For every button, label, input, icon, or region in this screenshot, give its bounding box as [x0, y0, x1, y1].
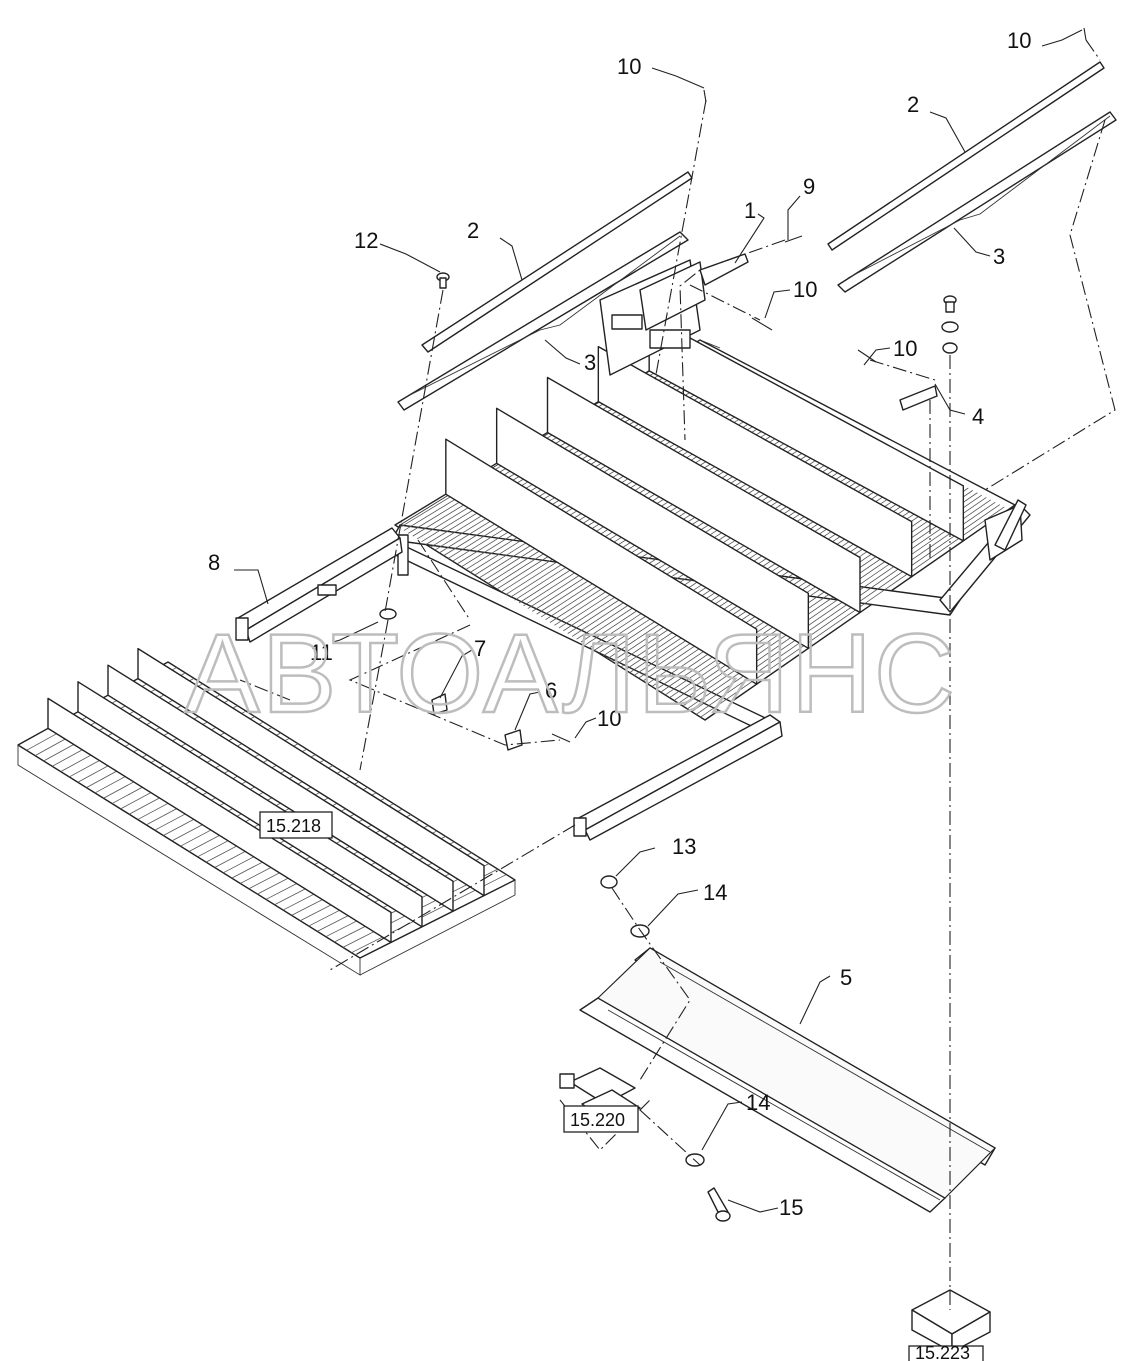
rib-line	[700, 506, 1005, 718]
callout-2-right: 2	[907, 92, 919, 117]
rib-line	[642, 475, 947, 682]
strip-3-left	[397, 231, 689, 411]
divider-fin	[445, 438, 758, 685]
rib-line	[673, 492, 978, 701]
nut-13	[600, 875, 618, 889]
callout-10-bottom: 10	[597, 706, 621, 731]
watermark-text: АВТОАЛЬЯНС	[185, 611, 957, 736]
nut-11	[379, 608, 397, 620]
callout-9: 9	[803, 174, 815, 199]
front-rail	[573, 714, 783, 841]
lower-fin	[77, 681, 423, 928]
callout-3-right: 3	[993, 244, 1005, 269]
lower-fin	[47, 697, 392, 944]
callout-11: 11	[310, 640, 333, 665]
rib-line	[682, 497, 987, 707]
rib-line	[647, 478, 951, 685]
rib-line	[589, 447, 893, 648]
rib-line	[611, 459, 915, 662]
rib-line	[563, 433, 866, 632]
rib-line	[660, 485, 965, 693]
callout-8: 8	[208, 550, 220, 575]
rib-line	[602, 454, 906, 657]
ref-15218: 15.218	[266, 816, 321, 836]
callout-2-left: 2	[467, 218, 479, 243]
ref-15223: 15.223	[915, 1343, 970, 1361]
callout-14-lower: 14	[746, 1090, 770, 1115]
pan-5	[579, 947, 996, 1213]
side-rail-8	[235, 527, 403, 643]
callout-6: 6	[545, 678, 557, 703]
rib-line	[625, 466, 929, 671]
callout-12: 12	[354, 228, 378, 253]
hardware	[379, 27, 1087, 1222]
rib-line	[664, 487, 969, 696]
leader-lines	[234, 29, 1083, 1213]
strip-2-right	[827, 61, 1105, 251]
rib-line	[669, 490, 974, 699]
callout-10-top-left: 10	[617, 54, 641, 79]
ref-15220: 15.220	[570, 1110, 625, 1130]
rib-line	[691, 501, 996, 712]
callout-4: 4	[972, 404, 984, 429]
callout-15: 15	[779, 1195, 803, 1220]
clip-4	[899, 385, 938, 411]
rib-line	[607, 456, 911, 660]
strip-3-right	[837, 111, 1117, 293]
lower-fin	[137, 647, 485, 897]
divider-fin	[495, 407, 810, 650]
divider-fin	[597, 345, 913, 578]
callout-5: 5	[840, 965, 852, 990]
reference-boxes: 15.218 15.220 15.223	[259, 811, 984, 1361]
lower-sieve-fins	[47, 647, 485, 944]
rib-line	[633, 471, 938, 676]
rib-line	[580, 442, 884, 643]
clip-6	[504, 729, 523, 751]
rib-line	[695, 504, 1001, 715]
rib-line	[576, 440, 879, 640]
rib-line	[678, 494, 983, 704]
assembly-lines	[239, 39, 1116, 1310]
callout-7: 7	[474, 636, 486, 661]
main-sieve-assembly	[384, 259, 1031, 736]
callout-14-upper: 14	[703, 880, 727, 905]
rib-line	[638, 473, 942, 679]
rib-line	[656, 482, 960, 690]
rib-line	[629, 468, 933, 673]
washer-14a	[630, 924, 650, 938]
rib-line	[571, 437, 875, 637]
rib-line	[594, 449, 897, 651]
callout-13: 13	[672, 834, 696, 859]
rib-line	[598, 452, 902, 654]
rib-line	[585, 445, 888, 646]
callouts: 10 10 2 2 9 1 12 3 3 10 10 4 8 11 7 6 10…	[208, 28, 1031, 1220]
rib-line	[616, 461, 920, 665]
lower-sieve-assembly	[17, 647, 516, 976]
callout-1: 1	[744, 198, 756, 223]
clip-1	[699, 253, 749, 286]
callout-10-top-right: 10	[1007, 28, 1031, 53]
callout-10-right: 10	[893, 336, 917, 361]
rib-line	[558, 430, 861, 629]
divider-fin	[546, 376, 861, 614]
rib-line	[620, 464, 924, 668]
callout-10-mid: 10	[793, 277, 817, 302]
callout-3-left: 3	[584, 350, 596, 375]
divider-fins	[445, 315, 965, 685]
rib-line	[687, 499, 992, 710]
rib-line	[651, 480, 956, 687]
rib-line	[567, 435, 870, 634]
lower-fin	[107, 664, 454, 912]
rib-line	[554, 428, 857, 626]
